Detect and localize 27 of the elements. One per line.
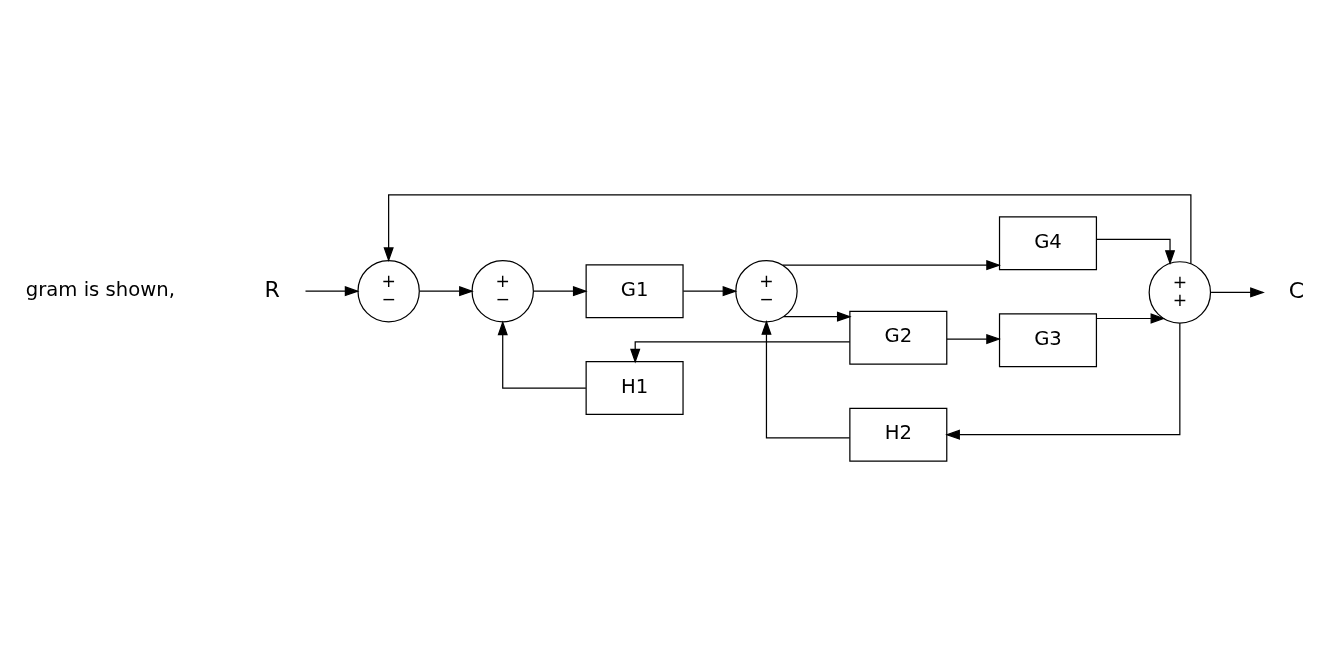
arrow [383, 194, 1192, 265]
node-text: R [264, 276, 280, 302]
node-box: G2 [849, 310, 948, 365]
arrow [783, 311, 852, 322]
arrow [945, 322, 1181, 440]
node-box: G1 [585, 264, 684, 319]
arrow [533, 286, 588, 297]
arrow [1096, 313, 1166, 324]
arrow [682, 286, 738, 297]
node-circle: + − [471, 259, 534, 323]
label: gram is shown, [25, 277, 175, 301]
node-box: G3 [998, 313, 1098, 368]
arrow [304, 286, 360, 297]
node-box: G4 [998, 216, 1098, 271]
arrow [1095, 238, 1176, 265]
node-circle: + − [735, 259, 798, 323]
arrow [946, 333, 1001, 345]
node-text: C [1288, 277, 1305, 303]
arrow [497, 320, 587, 389]
arrow [1210, 287, 1265, 298]
node-circle: + − [357, 259, 420, 323]
arrow [630, 341, 851, 364]
node-box: H1 [585, 361, 684, 416]
arrow [761, 320, 851, 439]
arrow [782, 259, 1001, 271]
node-box: H2 [849, 407, 948, 462]
arrow [419, 286, 474, 297]
